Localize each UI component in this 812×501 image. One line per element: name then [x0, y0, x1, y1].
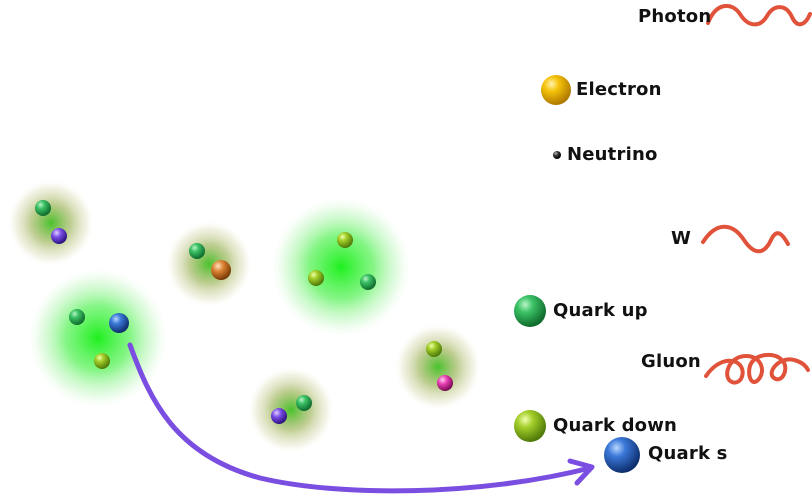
legend-label-quark-down: Quark down	[553, 415, 678, 436]
hadron-glow-6	[394, 323, 482, 411]
gluon-coil-icon	[704, 353, 810, 385]
quark-orange	[211, 260, 231, 280]
w-wave-icon	[701, 224, 790, 254]
quark-magenta	[437, 375, 453, 391]
quark-down	[308, 270, 324, 286]
quark-purple	[271, 408, 287, 424]
neutrino-ball-icon	[553, 151, 561, 159]
quark-up	[296, 395, 312, 411]
legend-label-electron: Electron	[576, 79, 662, 100]
photon-wave-icon	[706, 4, 812, 27]
legend-label-gluon: Gluon	[641, 351, 701, 372]
decay-arrow	[127, 342, 593, 494]
hadron-glow-5	[247, 366, 335, 454]
hadron-glow-1	[7, 179, 95, 267]
quark-down	[337, 232, 353, 248]
quark-up	[35, 200, 51, 216]
quark-s	[109, 313, 129, 333]
arrow-head-icon	[567, 458, 595, 486]
hadron-glow-3	[165, 220, 253, 308]
quark-down-ball-icon	[514, 410, 546, 442]
legend-label-w: W	[671, 228, 692, 249]
quark-up	[360, 274, 376, 290]
legend-label-neutrino: Neutrino	[567, 144, 658, 165]
legend-label-photon: Photon	[638, 6, 712, 27]
quark-up	[69, 309, 85, 325]
quark-purple	[51, 228, 67, 244]
hadron-glow-2	[26, 266, 170, 410]
quark-down	[94, 353, 110, 369]
quark-up	[189, 243, 205, 259]
quark-s-ball-icon	[604, 437, 640, 473]
electron-ball-icon	[541, 75, 571, 105]
quark-up-ball-icon	[514, 295, 546, 327]
quark-down	[426, 341, 442, 357]
legend-label-quark-up: Quark up	[553, 300, 648, 321]
hadron-glow-4	[269, 195, 413, 339]
legend-label-quark-s: Quark s	[648, 443, 728, 464]
